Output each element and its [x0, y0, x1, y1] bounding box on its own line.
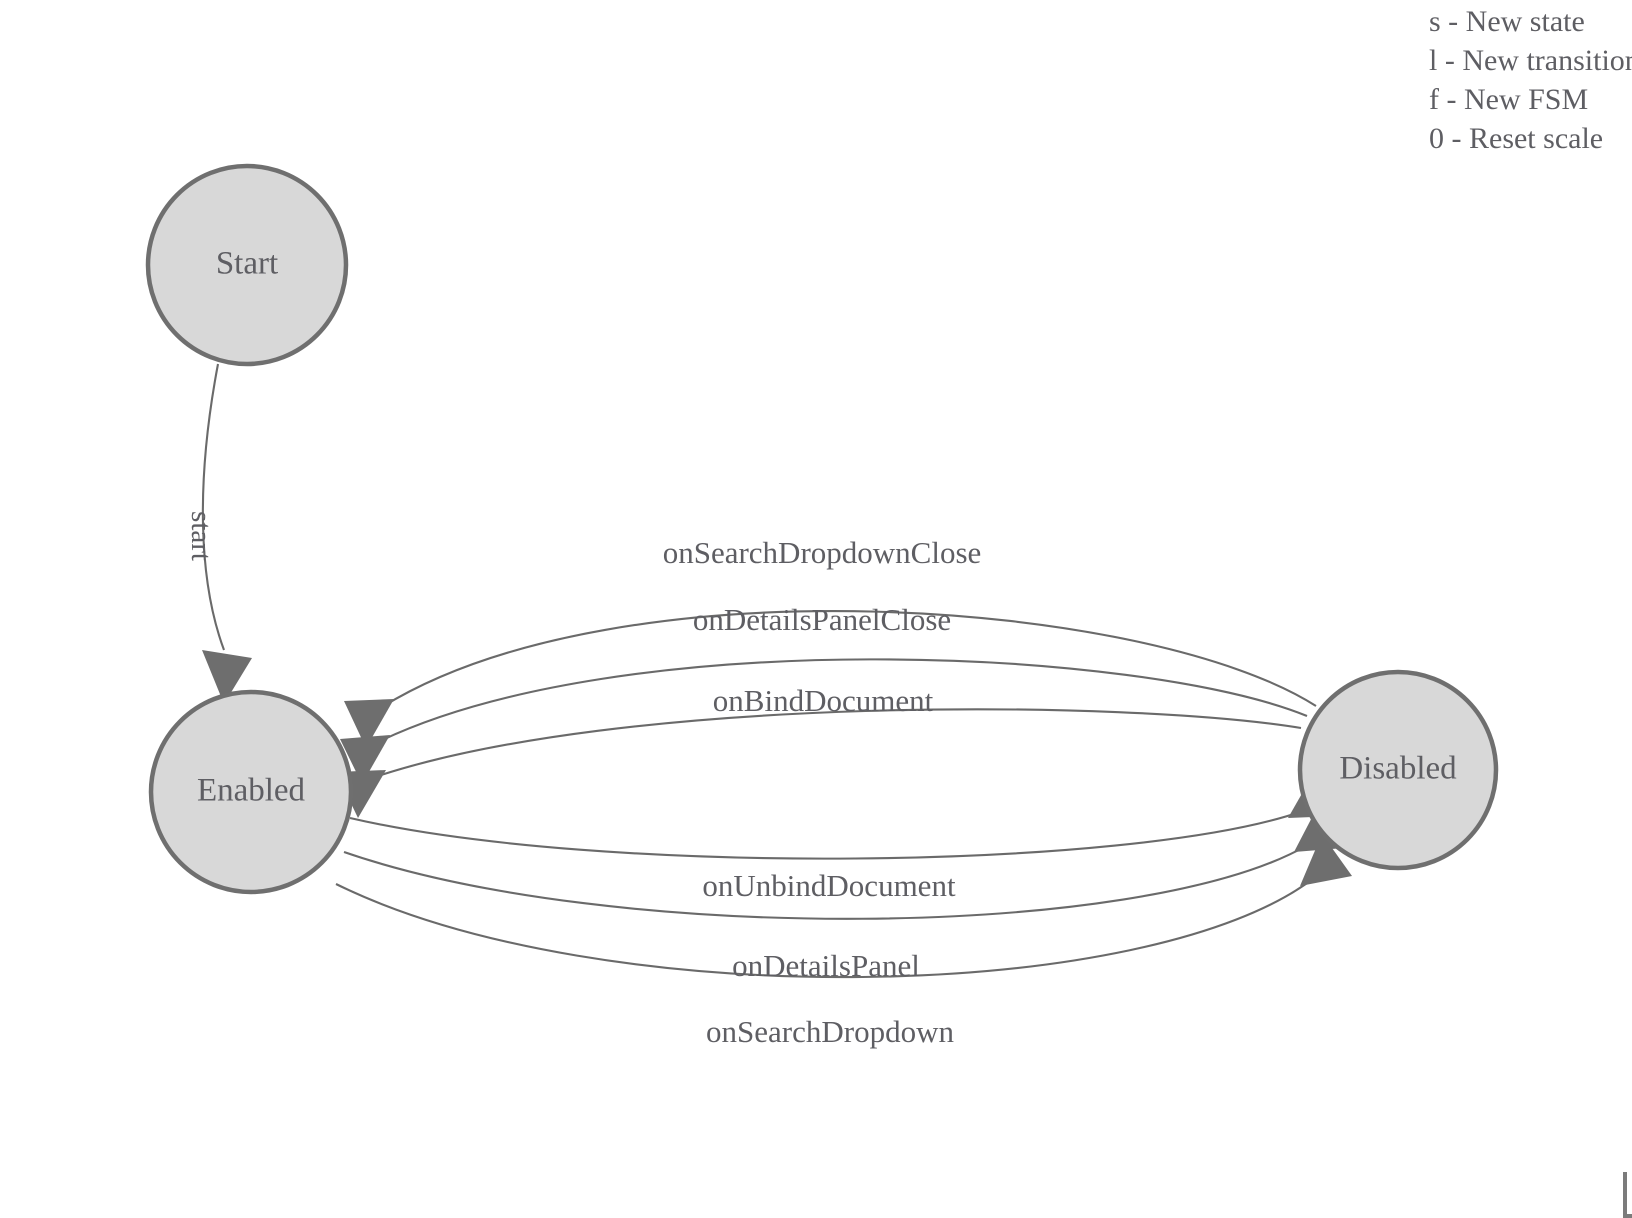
transition-path [349, 811, 1301, 860]
transition-onSearchDropdownClose[interactable] [344, 610, 1317, 748]
transition-path [371, 708, 1302, 779]
state-node-disabled[interactable]: Disabled [1297, 669, 1499, 871]
transition-onSearchDropdown[interactable] [335, 834, 1352, 979]
transition-label-onDetailsPanel: onDetailsPanel [732, 948, 920, 983]
state-label-enabled: Enabled [197, 773, 306, 809]
keyboard-shortcuts-legend: s - New state l - New transition f - New… [1429, 0, 1632, 158]
transition-path [381, 610, 1317, 708]
legend-item-reset-scale: 0 - Reset scale [1429, 122, 1604, 155]
state-circle[interactable] [148, 689, 354, 895]
state-node-start[interactable]: Start [145, 163, 349, 367]
state-node-enabled[interactable]: Enabled [148, 689, 354, 895]
legend-item-new-state: s - New state [1429, 5, 1585, 38]
transition-path [343, 845, 1307, 920]
arrowhead-icon [202, 650, 252, 704]
transition-onBindDocument[interactable] [336, 708, 1302, 818]
legend-item-new-transition: l - New transition [1429, 44, 1632, 77]
transition-start[interactable] [201, 363, 252, 704]
transition-label-onSearchDropdownClose: onSearchDropdownClose [663, 535, 982, 570]
transition-label-onUnbindDocument: onUnbindDocument [702, 868, 956, 903]
transition-label-onSearchDropdown: onSearchDropdown [706, 1014, 954, 1049]
arrowhead-icon [340, 735, 390, 784]
minimap-panel-corner[interactable] [1623, 1172, 1632, 1218]
transition-onDetailsPanelClose[interactable] [340, 658, 1308, 784]
transition-path [335, 877, 1315, 979]
state-circle[interactable] [1297, 669, 1499, 871]
state-label-start: Start [216, 246, 278, 282]
transition-path [201, 363, 225, 651]
transition-label-onBindDocument: onBindDocument [713, 683, 934, 718]
state-label-disabled: Disabled [1339, 751, 1457, 787]
transition-label-start: start [185, 511, 217, 561]
transition-onUnbindDocument[interactable] [349, 769, 1338, 860]
arrowhead-icon [1300, 834, 1352, 886]
state-circle[interactable] [145, 163, 349, 367]
legend-item-new-fsm: f - New FSM [1429, 83, 1589, 116]
transition-label-onDetailsPanelClose: onDetailsPanelClose [693, 602, 951, 637]
transition-path [375, 658, 1308, 744]
arrowhead-icon [344, 699, 394, 748]
